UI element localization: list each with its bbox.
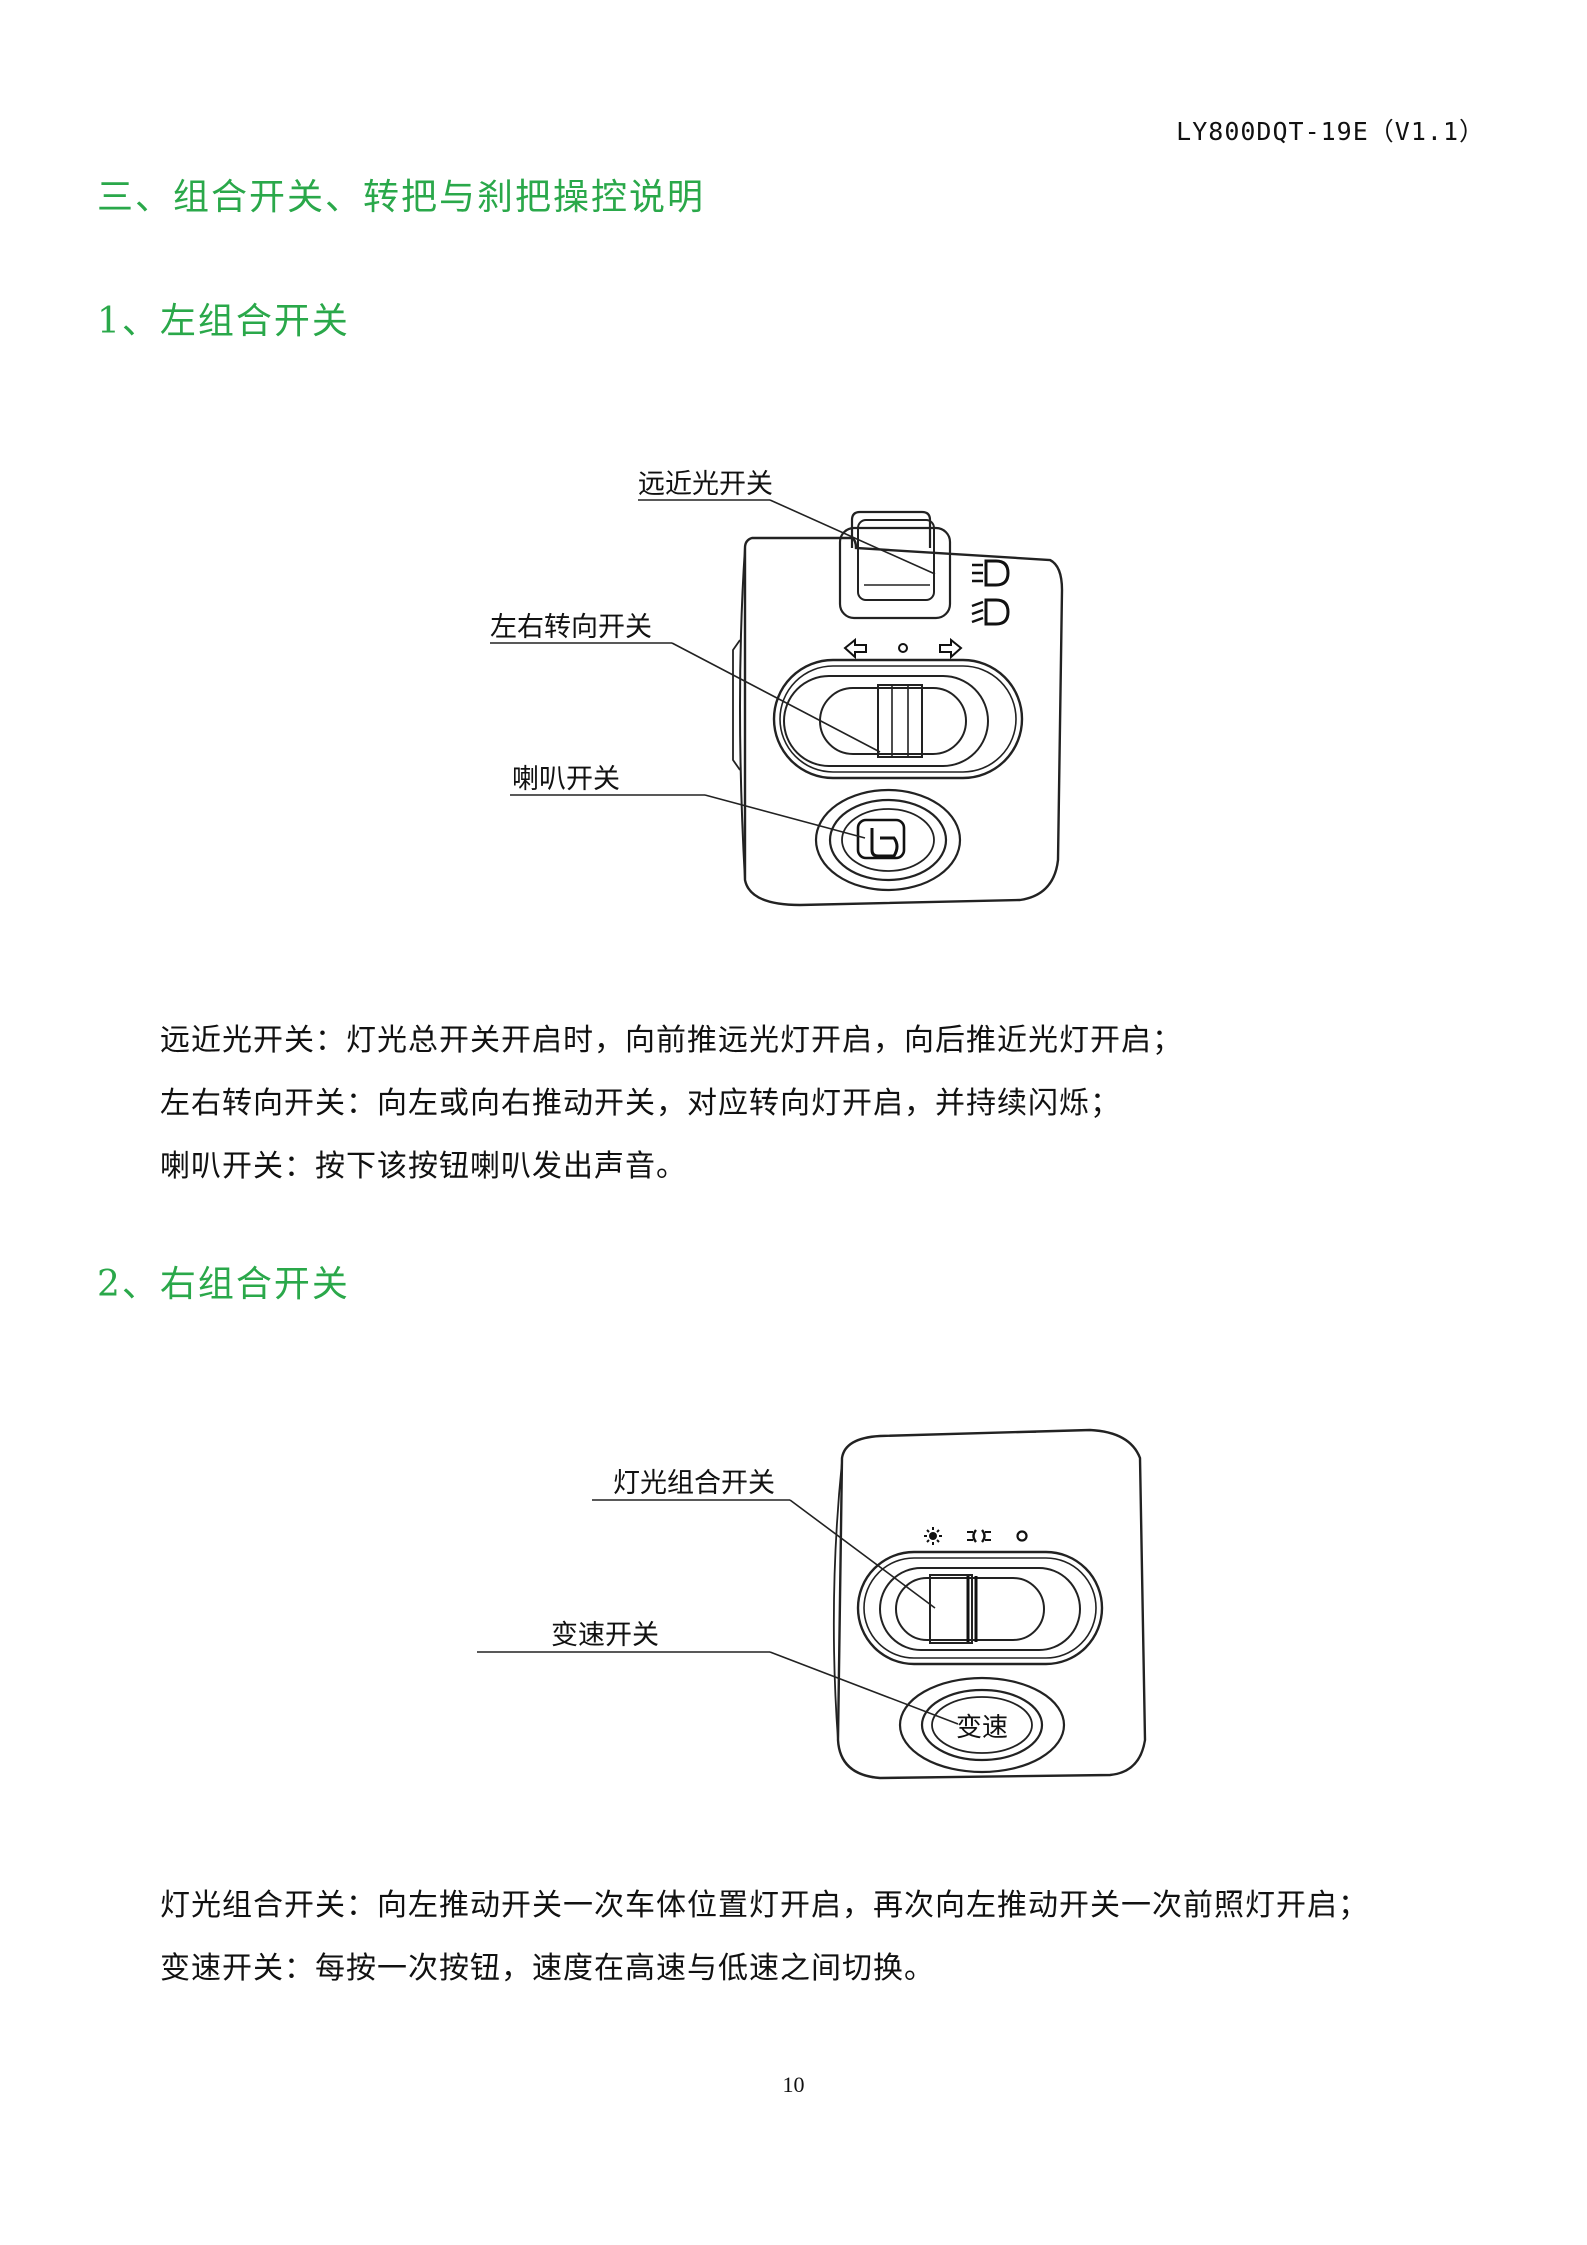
headlight-icon [967,1529,991,1543]
right-desc-light: 灯光组合开关：向左推动开关一次车体位置灯开启，再次向左推动开关一次前照灯开启； [160,1888,1369,1923]
right-desc-speed: 变速开关：每按一次按钮，速度在高速与低速之间切换。 [160,1951,935,1986]
turn-right-arrow-icon [939,637,963,660]
horn-icon [870,828,899,858]
high-beam-icon [972,559,1010,587]
low-beam-icon [971,598,1010,626]
left-switch-heading: 1、左组合开关 [97,301,350,342]
speed-button: 变速 [898,1676,1066,1774]
turn-center-dot-icon [898,643,908,653]
callout-speed-switch: 变速开关 [551,1620,659,1651]
left-desc-beam: 远近光开关：灯光总开关开启时，向前推远光灯开启，向后推近光灯开启； [160,1023,1183,1058]
left-desc-horn: 喇叭开关：按下该按钮喇叭发出声音。 [160,1149,687,1184]
turn-left-arrow-icon [843,637,867,660]
left-desc-turn: 左右转向开关：向左或向右推动开关，对应转向灯开启，并持续闪烁； [160,1086,1121,1121]
position-light-icon [924,1527,942,1545]
callout-light-switch: 灯光组合开关 [613,1468,775,1499]
right-switch-diagram: 变速 灯光组合开关 变速开关 [477,1428,1147,1780]
speed-button-label: 变速 [956,1713,1008,1743]
beam-toggle [838,510,952,620]
section-title: 三、组合开关、转把与刹把操控说明 [97,177,706,218]
document-code: LY800DQT-19E（V1.1） [1176,117,1485,146]
left-switch-diagram: 远近光开关 左右转向开关 喇叭开关 [490,469,1064,907]
horn-button [814,788,962,892]
left-switch-housing [743,536,1064,907]
page-number: 10 [782,2072,805,2097]
right-switch-heading: 2、右组合开关 [97,1264,350,1305]
callout-turn-switch: 左右转向开关 [490,612,652,643]
light-off-dot-icon [1016,1530,1028,1542]
callout-beam-switch: 远近光开关 [638,469,773,500]
callout-horn-switch: 喇叭开关 [512,764,620,795]
right-switch-housing [836,1428,1147,1780]
light-slider [856,1550,1104,1666]
turn-slider [772,658,1024,780]
